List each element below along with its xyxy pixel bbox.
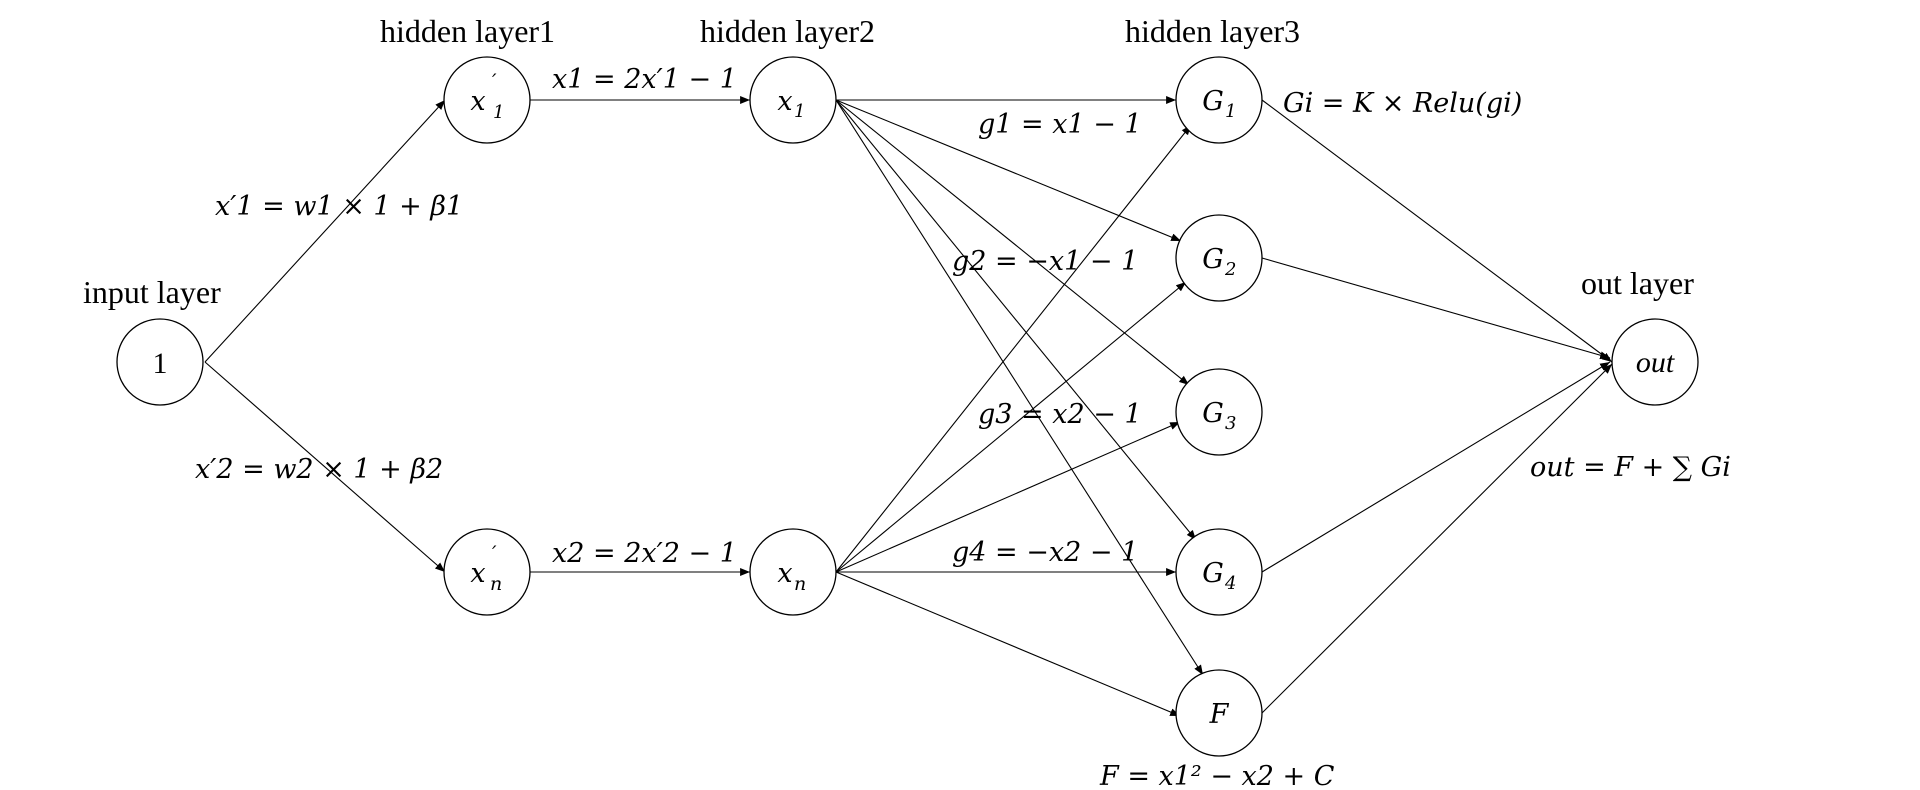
node-x1: x 1: [749, 56, 837, 144]
node-G3: G 3: [1175, 368, 1263, 456]
edge-xn-G3: [835, 421, 1181, 573]
node-out: out: [1611, 318, 1699, 406]
node-input-label: 1: [153, 347, 168, 380]
equation-g4: g4 = −x2 − 1: [952, 537, 1138, 568]
edge-G4-out: [1261, 361, 1611, 573]
edge-x1-G3: [835, 99, 1190, 386]
edge-xn-F: [835, 571, 1181, 717]
node-x1-prime: x ′ 1: [443, 56, 531, 144]
node-xn-prime: x ′ n: [443, 528, 531, 616]
edge-input-x1prime: [204, 99, 446, 363]
edge-G2-out: [1261, 257, 1611, 360]
edge-x1-F: [835, 99, 1204, 676]
hidden-layer3-title: hidden layer3: [1125, 13, 1300, 49]
svg-text:G: G: [1202, 398, 1224, 429]
edge-input-xnprime: [204, 361, 446, 573]
hidden-layer2-title: hidden layer2: [700, 13, 875, 49]
svg-text:n: n: [490, 573, 502, 595]
svg-text:x: x: [470, 558, 485, 589]
node-G4: G 4: [1175, 528, 1263, 616]
equation-x1: x1 = 2x′1 − 1: [552, 64, 737, 95]
equation-x2prime: x′2 = w2 × 1 + β2: [195, 454, 443, 485]
svg-text:3: 3: [1225, 413, 1236, 434]
svg-text:x: x: [777, 86, 792, 117]
svg-text:x: x: [470, 86, 485, 117]
equation-F: F = x1² − x2 + C: [1099, 761, 1335, 790]
svg-text:G: G: [1202, 558, 1224, 589]
svg-text:1: 1: [794, 101, 805, 122]
node-F: F: [1175, 669, 1263, 757]
node-xn: x n: [749, 528, 837, 616]
svg-text:G: G: [1202, 244, 1224, 275]
svg-text:G: G: [1202, 86, 1224, 117]
equation-x1prime: x′1 = w1 × 1 + β1: [215, 191, 463, 222]
out-layer-title: out layer: [1581, 265, 1694, 301]
edge-x1-G4: [835, 99, 1197, 541]
svg-text:′: ′: [492, 69, 497, 93]
svg-text:F: F: [1209, 699, 1230, 730]
equation-g3: g3 = x2 − 1: [978, 399, 1142, 430]
equation-out: out = F + ∑ Gi: [1530, 452, 1731, 483]
hidden-layer1-title: hidden layer1: [380, 13, 555, 49]
svg-text:1: 1: [1225, 101, 1236, 122]
edges: [204, 96, 1613, 717]
equation-g1: g1 = x1 − 1: [978, 109, 1142, 140]
edge-xn-G1: [835, 124, 1192, 573]
svg-text:4: 4: [1224, 573, 1236, 594]
node-G1: G 1: [1175, 56, 1263, 144]
equation-G: Gi = K × Relu(gi): [1283, 88, 1522, 119]
edge-G1-out: [1261, 99, 1613, 363]
node-input: 1: [116, 318, 204, 406]
edge-x1-G2: [835, 99, 1182, 242]
equation-x2: x2 = 2x′2 − 1: [552, 538, 737, 569]
svg-text:1: 1: [493, 102, 504, 123]
input-layer-title: input layer: [83, 274, 221, 310]
svg-text:′: ′: [492, 541, 497, 565]
node-G2: G 2: [1175, 214, 1263, 302]
equation-g2: g2 = −x1 − 1: [952, 246, 1138, 277]
svg-text:out: out: [1636, 346, 1675, 379]
edge-F-out: [1261, 363, 1613, 714]
svg-text:n: n: [794, 573, 806, 595]
edge-xn-G2: [835, 281, 1187, 573]
svg-text:x: x: [777, 558, 792, 589]
svg-text:2: 2: [1224, 259, 1236, 280]
